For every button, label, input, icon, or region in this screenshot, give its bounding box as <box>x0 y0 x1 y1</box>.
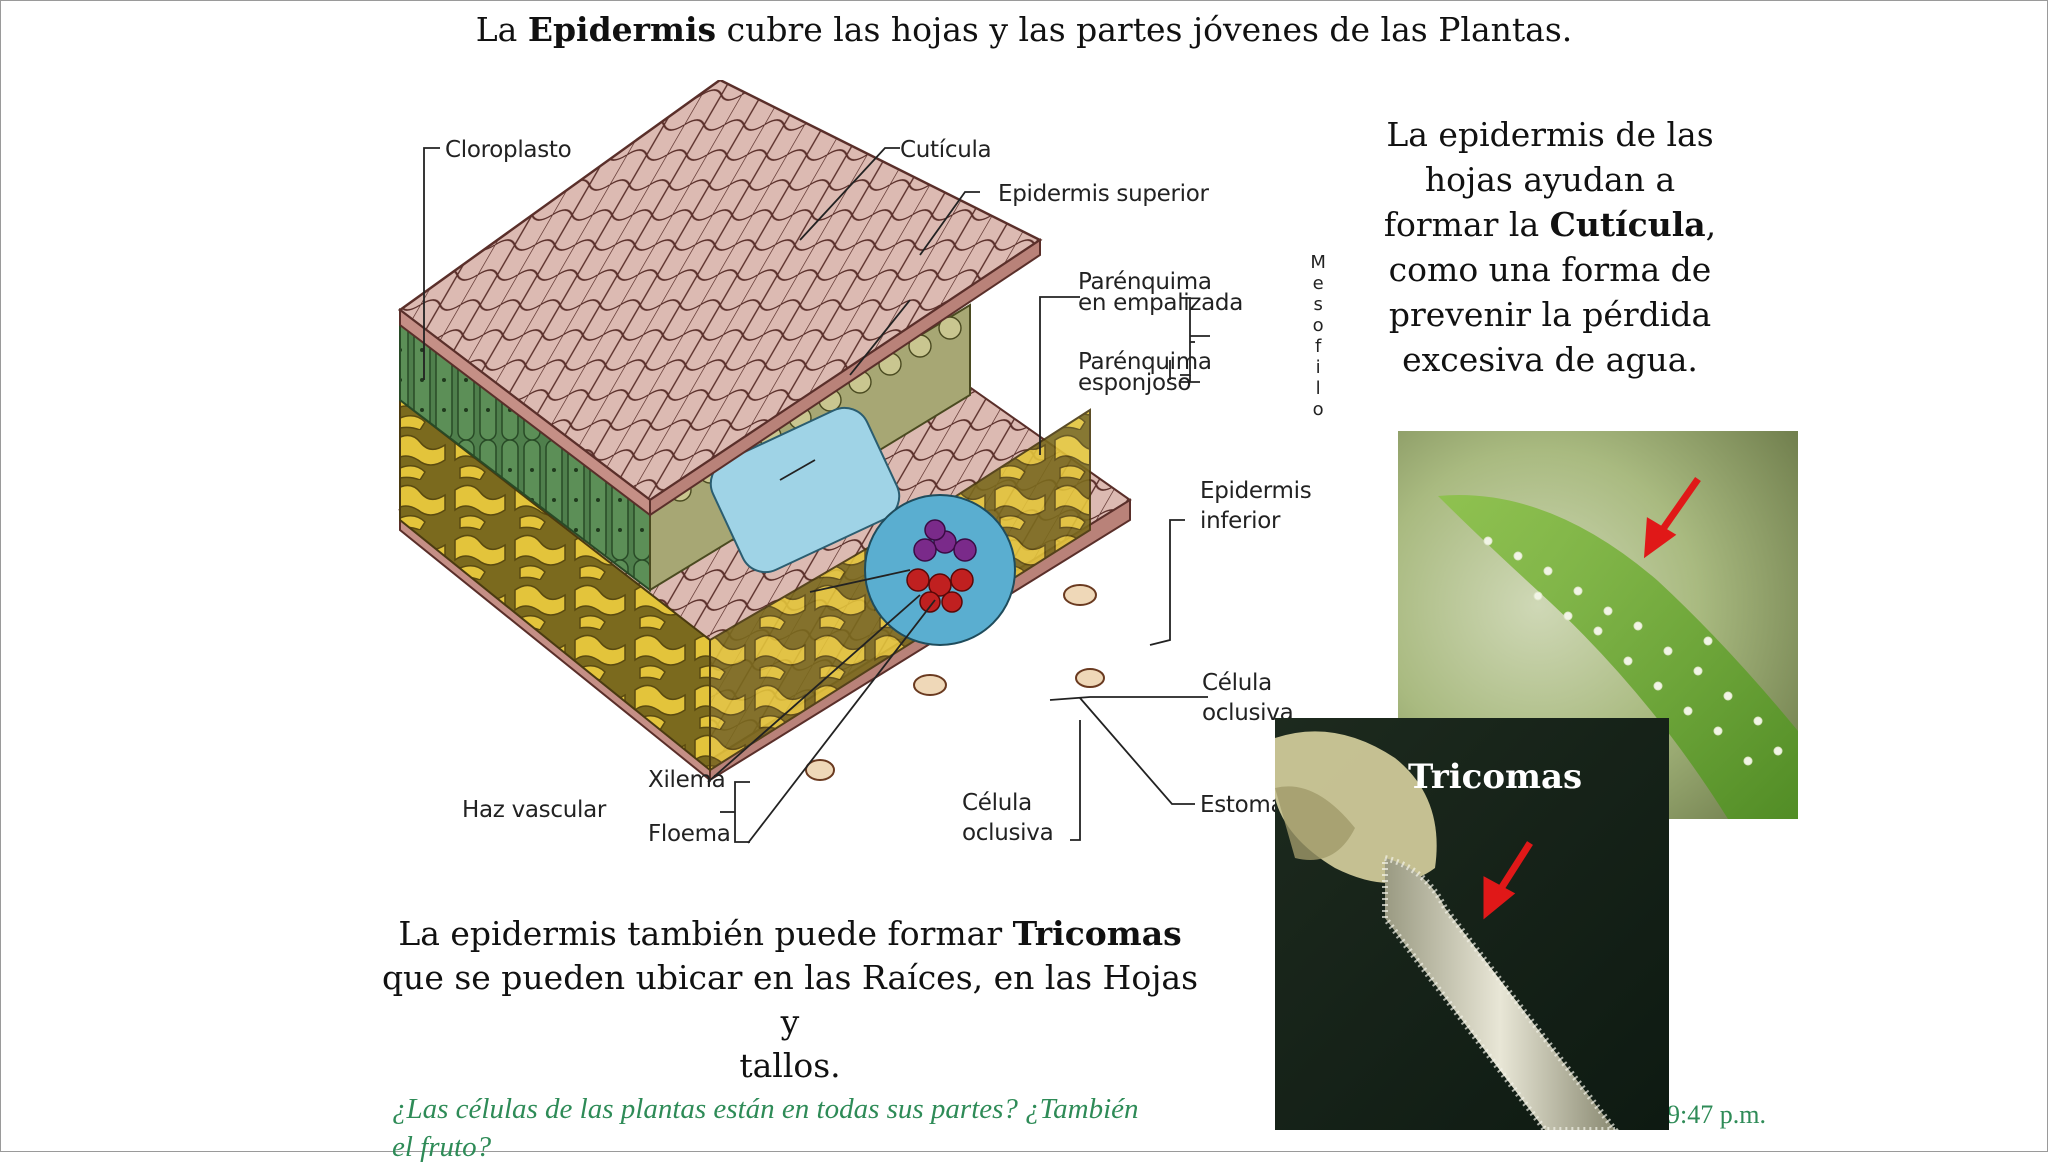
tricomas-line: La epidermis también puede formar Tricom… <box>398 914 1182 953</box>
question-line1: ¿Las células de las plantas están en tod… <box>392 1093 1139 1125</box>
label-epidermis-superior: Epidermis superior <box>998 181 1209 207</box>
label-mesofilo: M e s o f i l o <box>1308 252 1328 420</box>
cuticula-line: como una forma de <box>1388 250 1712 289</box>
label-estoma: Estoma <box>1200 792 1285 818</box>
label-parenquima-esponjoso-line1: Parénquima <box>1078 349 1212 375</box>
mesofilo-letter: o <box>1312 399 1324 420</box>
label-celula-oclusiva-right-line1: Célula <box>1202 670 1272 696</box>
tricomas-paragraph: La epidermis también puede formar Tricom… <box>370 912 1210 1088</box>
question-footer: ¿Las células de las plantas están en tod… <box>392 1090 1272 1166</box>
stem-trichome-photo <box>1275 718 1669 1130</box>
mesofilo-letter: i <box>1315 357 1321 378</box>
tricomas-line: que se pueden ubicar en las Raíces, en l… <box>381 958 1199 1041</box>
label-epidermis-inferior-line1: Epidermis <box>1200 478 1312 504</box>
question-line2: el fruto? <box>392 1131 492 1163</box>
mesofilo-letter: l <box>1315 378 1321 399</box>
label-parenquima-empalizada-line1: Parénquima <box>1078 269 1212 295</box>
leaf-diagram-svg <box>397 78 1210 844</box>
label-epidermis-inferior-line2: inferior <box>1200 508 1281 534</box>
red-arrow-icon <box>1483 841 1533 920</box>
label-epidermis-inferior: Epidermis inferior <box>1200 476 1312 536</box>
label-cuticula: Cutícula <box>900 137 992 163</box>
label-parenquima-empalizada-line2: en empalizada <box>1078 290 1244 316</box>
leaf-cross-section-diagram: Cloroplasto Cutícula Epidermis superior … <box>390 78 1340 860</box>
label-cloroplasto: Cloroplasto <box>445 137 572 163</box>
cuticula-line: prevenir la pérdida <box>1388 295 1712 334</box>
tricomas-photo-label: Tricomas <box>1408 757 1583 797</box>
cuticula-line: excesiva de agua. <box>1402 340 1698 379</box>
label-haz-vascular: Haz vascular <box>462 797 607 823</box>
label-parenquima-empalizada: Parénquima en empalizada <box>1078 269 1244 316</box>
label-parenquima-esponjoso-line2: esponjoso <box>1078 370 1192 396</box>
mesofilo-letter: M <box>1310 252 1326 273</box>
label-parenquima-esponjoso: Parénquima esponjoso <box>1078 349 1212 396</box>
label-floema: Floema <box>648 821 731 847</box>
mesofilo-letter: e <box>1312 273 1324 294</box>
label-celula-oclusiva-bottom: Célula oclusiva <box>962 788 1054 848</box>
slide-title: La Epidermis cubre las hojas y las parte… <box>475 10 1573 49</box>
tricomas-line: tallos. <box>739 1046 841 1085</box>
label-xilema: Xilema <box>648 767 726 793</box>
mesofilo-letter: f <box>1314 336 1322 357</box>
cuticula-paragraph: La epidermis de las hojas ayudan a forma… <box>1335 112 1765 382</box>
cuticula-line: formar la Cutícula, <box>1383 205 1717 244</box>
cuticula-line: hojas ayudan a <box>1424 160 1676 199</box>
label-celula-oclusiva-bottom-line1: Célula <box>962 790 1032 816</box>
vascular-bundle <box>709 406 1016 646</box>
label-celula-oclusiva-bottom-line2: oclusiva <box>962 820 1054 846</box>
cuticula-line: La epidermis de las <box>1386 115 1714 154</box>
mesofilo-letter: o <box>1312 315 1324 336</box>
red-arrow-icon <box>1643 476 1701 559</box>
footer-time: 9:47 p.m. <box>1667 1100 1766 1129</box>
mesofilo-letter: s <box>1313 294 1323 315</box>
